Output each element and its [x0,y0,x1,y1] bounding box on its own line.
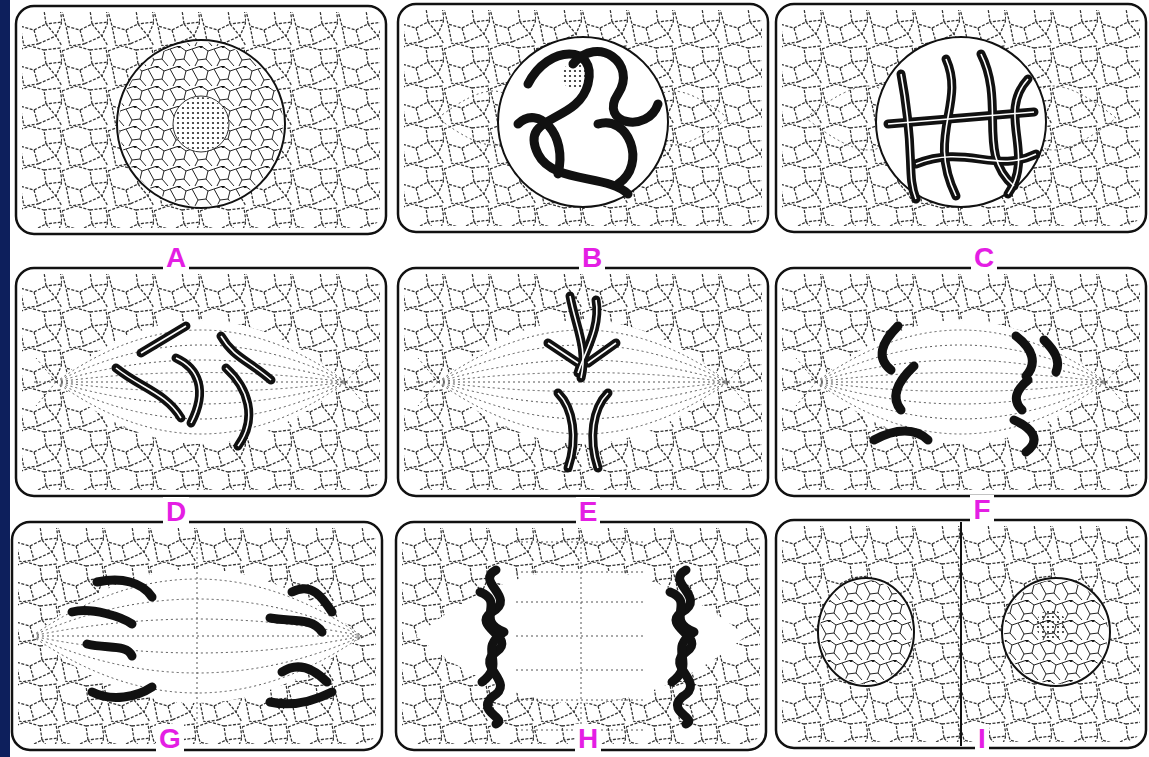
stage-letter: F [970,495,993,525]
stage-letter: H [575,724,601,754]
stage-letter: E [576,497,601,527]
stage-letter: D [163,497,189,527]
stage-letter: C [971,243,997,273]
stage-letter: B [579,243,605,273]
stage-letter: A [163,243,189,273]
stage-letter: I [975,724,989,754]
stage-letter: G [156,724,184,754]
